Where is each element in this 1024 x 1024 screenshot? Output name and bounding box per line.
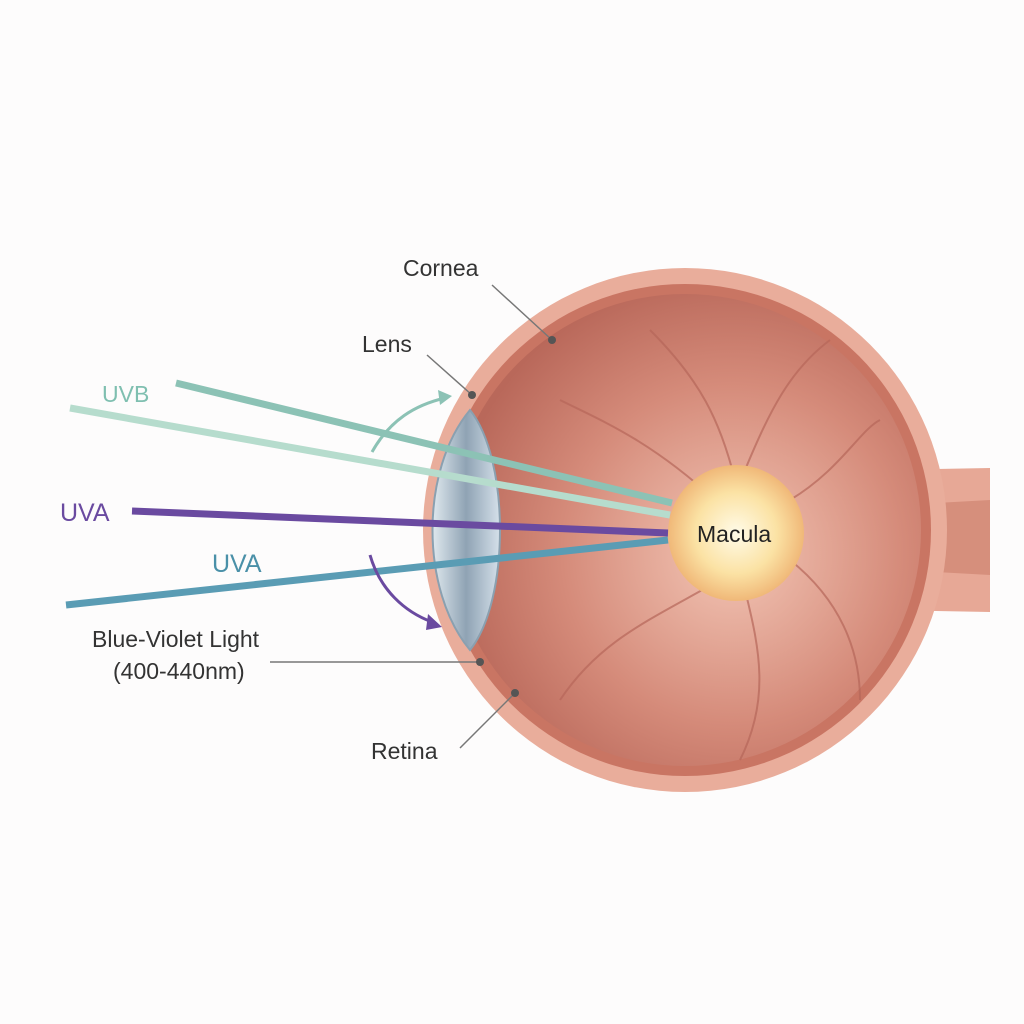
- uva-blue-ray: [65, 536, 669, 609]
- blue-violet-arrow: [368, 554, 433, 624]
- uvb-ray: [175, 379, 673, 507]
- uva-label-1: UVA: [60, 499, 110, 527]
- macula-label: Macula: [697, 521, 771, 547]
- leader-lines: [270, 284, 553, 749]
- uvb-label: UVB: [102, 381, 149, 407]
- blood-vessels: [559, 329, 881, 761]
- lens-label: Lens: [362, 331, 412, 357]
- blue-violet-label: Blue-Violet Light: [92, 626, 260, 652]
- uva-violet-ray: [131, 507, 669, 537]
- macula: [668, 465, 804, 601]
- uvb-arrow: [370, 396, 446, 453]
- retina-label: Retina: [371, 738, 438, 764]
- cornea-label: Cornea: [403, 255, 479, 281]
- lens: [431, 408, 501, 652]
- uvb-ray-2: [69, 404, 671, 519]
- uva-label-2: UVA: [212, 550, 262, 578]
- blue-violet-range-label: (400-440nm): [113, 658, 245, 684]
